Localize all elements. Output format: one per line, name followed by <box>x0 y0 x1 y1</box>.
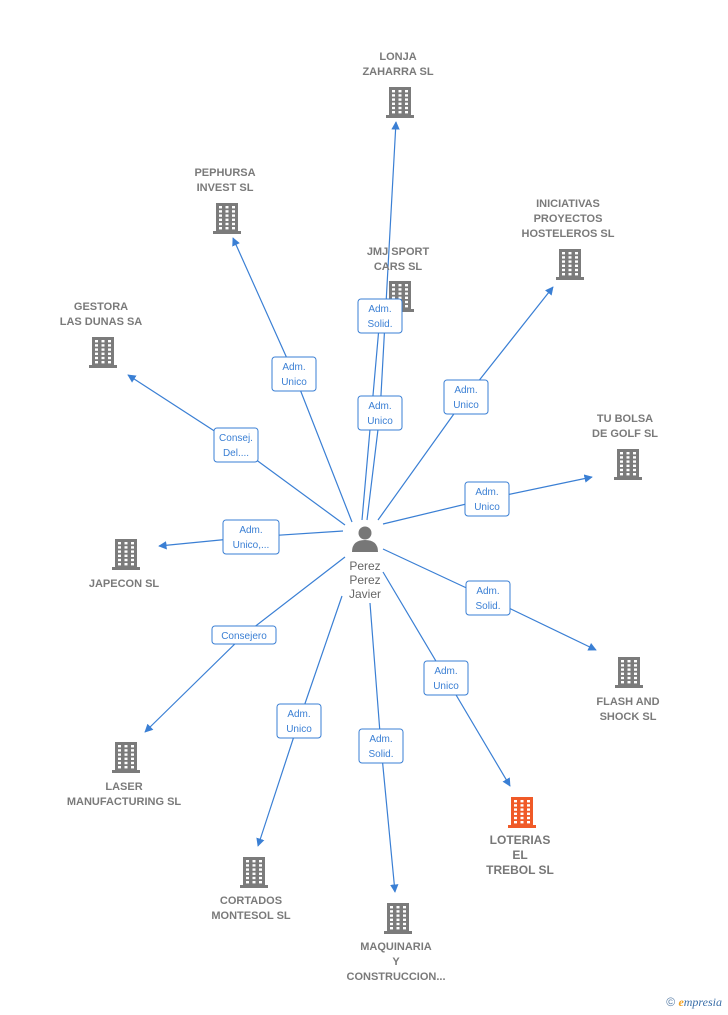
relation-label-text: Adm. <box>434 666 457 677</box>
company-name-maquinaria[interactable]: CONSTRUCCION... <box>347 971 446 983</box>
building-icon[interactable] <box>89 337 117 368</box>
company-name-cortados[interactable]: CORTADOS <box>220 895 282 907</box>
relation-label-text: Adm. <box>454 385 477 396</box>
company-name-lonja[interactable]: ZAHARRA SL <box>362 66 433 78</box>
relation-label-text: Solid. <box>475 601 500 612</box>
relation-label-text: Unico <box>281 377 307 388</box>
company-name-jmj[interactable]: CARS SL <box>374 261 423 273</box>
relation-label-text: Adm. <box>239 525 262 536</box>
relation-label-laser[interactable]: Consejero <box>211 625 277 645</box>
building-icon[interactable] <box>614 449 642 480</box>
copyright-symbol: © <box>666 995 676 1009</box>
relation-label-box <box>465 580 511 616</box>
relation-label-text: Unico <box>433 681 459 692</box>
company-name-iniciativas[interactable]: HOSTELEROS SL <box>522 228 615 240</box>
relation-label-text: Adm. <box>282 362 305 373</box>
relation-label-box <box>211 625 277 645</box>
relation-label-gestora[interactable]: Consej. Del.... <box>213 427 259 463</box>
building-icon[interactable] <box>386 87 414 118</box>
building-icon[interactable] <box>213 203 241 234</box>
relation-label-box <box>357 395 403 431</box>
relation-label-box <box>222 519 280 555</box>
relation-label-cortados[interactable]: Adm. Unico <box>276 703 322 739</box>
brand-logo-initial: e <box>678 995 684 1009</box>
relation-label-text: Adm. <box>368 401 391 412</box>
relation-label-box <box>271 356 317 392</box>
company-name-flash[interactable]: FLASH AND <box>596 696 659 708</box>
relation-label-text: Solid. <box>367 319 392 330</box>
relation-label-lonja[interactable]: Adm. Unico <box>357 395 403 431</box>
relation-label-text: Unico <box>367 416 393 427</box>
building-icon[interactable] <box>112 539 140 570</box>
building-icon[interactable] <box>384 903 412 934</box>
relation-label-text: Adm. <box>369 734 392 745</box>
brand-logo-text: mpresia <box>683 995 722 1009</box>
relation-label-text: Adm. <box>475 487 498 498</box>
company-name-cortados[interactable]: MONTESOL SL <box>211 910 291 922</box>
person-icon[interactable] <box>352 526 378 553</box>
company-name-iniciativas[interactable]: INICIATIVAS <box>536 198 600 210</box>
relation-label-loterias[interactable]: Adm. Unico <box>423 660 469 696</box>
company-name-gestora[interactable]: LAS DUNAS SA <box>60 316 143 328</box>
company-name-tubolsa[interactable]: TU BOLSA <box>597 413 653 425</box>
building-icon[interactable] <box>508 797 536 828</box>
relation-label-box <box>464 481 510 517</box>
relation-label-text: Solid. <box>368 749 393 760</box>
relation-label-iniciativas[interactable]: Adm. Unico <box>443 379 489 415</box>
relation-label-text: Unico <box>453 400 479 411</box>
relation-label-maquinaria[interactable]: Adm. Solid. <box>358 728 404 764</box>
company-name-loterias[interactable]: LOTERIAS <box>490 833 551 847</box>
relation-label-text: Consejero <box>221 631 267 642</box>
company-name-flash[interactable]: SHOCK SL <box>600 711 657 723</box>
footer-brand[interactable]: © empresia <box>666 995 722 1010</box>
company-name-maquinaria[interactable]: Y <box>392 956 400 968</box>
relation-label-japecon[interactable]: Adm. Unico,... <box>222 519 280 555</box>
company-name-tubolsa[interactable]: DE GOLF SL <box>592 428 658 440</box>
company-name-japecon[interactable]: JAPECON SL <box>89 578 160 590</box>
company-name-laser[interactable]: MANUFACTURING SL <box>67 796 182 808</box>
relation-label-box <box>357 298 403 334</box>
relation-label-text: Unico,... <box>233 540 270 551</box>
person-name-line: Perez <box>349 559 380 573</box>
person-name-line: Javier <box>349 587 381 601</box>
relation-label-box <box>423 660 469 696</box>
relation-label-text: Adm. <box>368 304 391 315</box>
relation-label-box <box>358 728 404 764</box>
relation-label-tubolsa[interactable]: Adm. Unico <box>464 481 510 517</box>
company-name-loterias[interactable]: EL <box>512 848 527 862</box>
relation-label-pephursa[interactable]: Adm. Unico <box>271 356 317 392</box>
company-name-maquinaria[interactable]: MAQUINARIA <box>360 941 432 953</box>
building-icon[interactable] <box>240 857 268 888</box>
relation-label-box <box>443 379 489 415</box>
relation-label-box <box>276 703 322 739</box>
relation-label-text: Adm. <box>287 709 310 720</box>
company-name-pephursa[interactable]: INVEST SL <box>197 182 254 194</box>
company-name-laser[interactable]: LASER <box>105 781 142 793</box>
building-icon[interactable] <box>112 742 140 773</box>
relation-label-text: Consej. <box>219 433 253 444</box>
relation-label-text: Unico <box>286 724 312 735</box>
company-name-lonja[interactable]: LONJA <box>379 51 416 63</box>
relation-label-jmj[interactable]: Adm. Solid. <box>357 298 403 334</box>
person-name-line: Perez <box>349 573 380 587</box>
company-name-loterias[interactable]: TREBOL SL <box>486 863 554 877</box>
relation-label-text: Unico <box>474 502 500 513</box>
company-name-iniciativas[interactable]: PROYECTOS <box>534 213 603 225</box>
relation-label-text: Del.... <box>223 448 249 459</box>
building-icon[interactable] <box>615 657 643 688</box>
building-icon[interactable] <box>556 249 584 280</box>
relation-label-box <box>213 427 259 463</box>
company-name-jmj[interactable]: JMJ SPORT <box>367 246 430 258</box>
relation-label-text: Adm. <box>476 586 499 597</box>
company-name-pephursa[interactable]: PEPHURSA <box>194 167 255 179</box>
relation-label-flash[interactable]: Adm. Solid. <box>465 580 511 616</box>
company-name-gestora[interactable]: GESTORA <box>74 301 128 313</box>
